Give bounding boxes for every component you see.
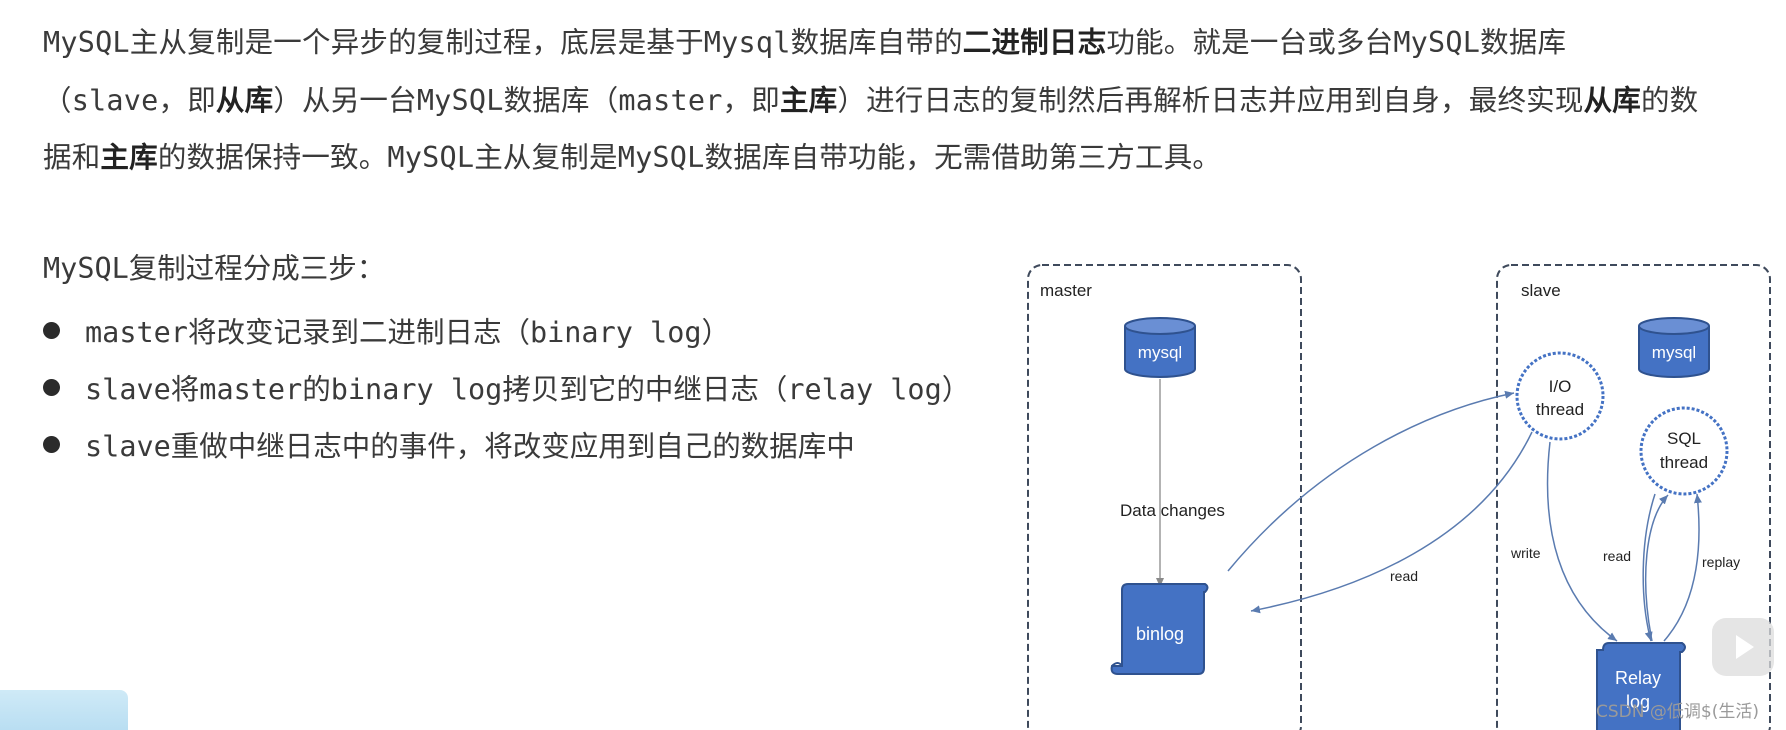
intro-bold: 从库 bbox=[215, 83, 274, 117]
binlog-scroll-icon: binlog bbox=[1110, 583, 1209, 675]
intro-text: 的数据保持一致。MySQL主从复制是MySQL数据库自带功能，无需借助第三方工具… bbox=[157, 141, 1222, 174]
watermark-text: CSDN @低调$(生活) bbox=[1596, 702, 1759, 722]
intro-paragraph: MySQL主从复制是一个异步的复制过程，底层是基于Mysql数据库自带的二进制日… bbox=[43, 14, 1703, 187]
relay-log-scroll-icon: Relay log bbox=[1596, 642, 1686, 730]
write-label: write bbox=[1510, 545, 1541, 561]
step-item: slave重做中继日志中的事件，将改变应用到自己的数据库中 bbox=[43, 424, 855, 464]
read-relay-return-arrow bbox=[1642, 493, 1656, 642]
bullet-icon bbox=[43, 321, 60, 339]
io-thread-label: thread bbox=[1536, 400, 1584, 419]
read-right-label: read bbox=[1603, 548, 1631, 564]
replay-label: replay bbox=[1702, 554, 1740, 570]
master-database-icon: mysql bbox=[1124, 317, 1196, 378]
intro-text: ）进行日志的复制然后再解析日志并应用到自身，最终实现 bbox=[837, 83, 1584, 117]
master-db-label: mysql bbox=[1138, 343, 1182, 362]
step-text: master将改变记录到二进制日志（binary log） bbox=[85, 316, 731, 349]
play-icon[interactable] bbox=[1712, 618, 1774, 676]
step-text: slave将master的binary log拷贝到它的中继日志（relay l… bbox=[85, 373, 971, 406]
sql-thread-label: thread bbox=[1660, 453, 1708, 472]
master-box bbox=[1027, 264, 1302, 730]
sql-thread-label: SQL bbox=[1667, 429, 1701, 448]
intro-text: MySQL主从复制是一个异步的复制过程，底层是基于Mysql数据库自带的 bbox=[43, 26, 963, 59]
step-item: slave将master的binary log拷贝到它的中继日志（relay l… bbox=[43, 367, 970, 407]
slave-database-icon: mysql bbox=[1638, 317, 1710, 378]
intro-bold: 从库 bbox=[1583, 83, 1641, 117]
slave-label: slave bbox=[1521, 281, 1561, 300]
step-text: slave重做中继日志中的事件，将改变应用到自己的数据库中 bbox=[85, 430, 855, 463]
read-binlog-arrow bbox=[1250, 431, 1533, 614]
write-arrow bbox=[1546, 441, 1618, 642]
bullet-icon bbox=[43, 435, 60, 453]
intro-text: 功能。就是一台或多台MySQL数据库（slave，即 bbox=[43, 26, 1567, 117]
relay-log-label: log bbox=[1626, 692, 1650, 712]
io-thread-icon: I/O thread bbox=[1515, 351, 1605, 441]
io-thread-label: I/O bbox=[1549, 377, 1572, 396]
slave-box bbox=[1496, 264, 1771, 730]
relay-log-label: Relay bbox=[1615, 668, 1661, 688]
sql-thread-icon: SQL thread bbox=[1639, 406, 1729, 496]
master-label: master bbox=[1040, 281, 1092, 300]
read-left-label: read bbox=[1390, 568, 1418, 584]
data-changes-label: Data changes bbox=[1120, 501, 1225, 520]
decorative-shape bbox=[0, 690, 128, 730]
step-item: master将改变记录到二进制日志（binary log） bbox=[43, 310, 730, 350]
replay-arrow bbox=[1663, 493, 1702, 642]
steps-title: MySQL复制过程分成三步： bbox=[43, 252, 386, 285]
intro-bold: 主库 bbox=[100, 141, 158, 174]
intro-bold: 主库 bbox=[779, 83, 838, 117]
intro-bold: 二进制日志 bbox=[962, 26, 1107, 59]
io-request-arrow bbox=[1227, 390, 1515, 572]
binlog-label: binlog bbox=[1136, 624, 1184, 644]
bullet-icon bbox=[43, 378, 60, 396]
intro-text: 的数据和 bbox=[43, 83, 1699, 175]
slave-db-label: mysql bbox=[1652, 343, 1696, 362]
read-relay-arrow bbox=[1645, 494, 1669, 642]
intro-text: ）从另一台MySQL数据库（master，即 bbox=[273, 83, 780, 117]
